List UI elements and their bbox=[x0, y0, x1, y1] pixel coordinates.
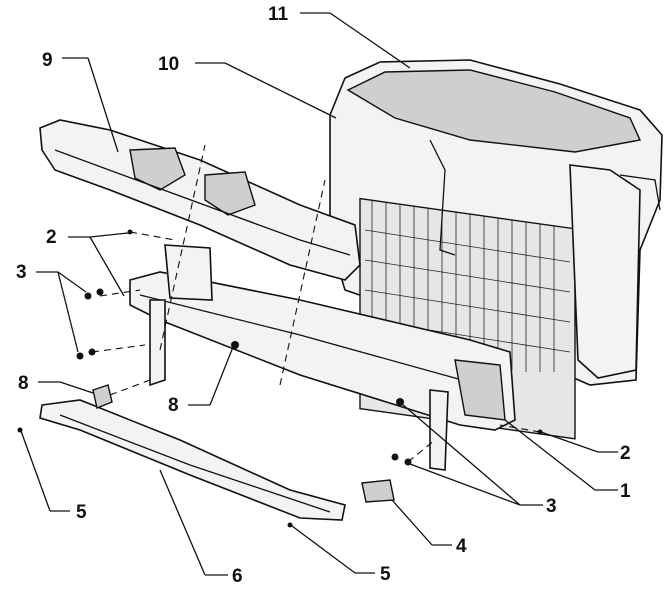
callouts: 11 9 10 2 3 8 8 5 6 5 4 3 1 2 bbox=[16, 4, 631, 587]
callout-3-right: 3 bbox=[546, 496, 557, 517]
callout-2-right: 2 bbox=[620, 443, 631, 464]
callout-10: 10 bbox=[158, 54, 179, 75]
leader-lines bbox=[20, 12, 618, 576]
callout-2-left: 2 bbox=[46, 227, 57, 248]
bracket-4 bbox=[361, 479, 395, 503]
callout-9: 9 bbox=[42, 50, 53, 71]
bumper-carrier bbox=[129, 244, 516, 471]
callout-6: 6 bbox=[232, 566, 243, 587]
callout-5-left: 5 bbox=[76, 502, 87, 523]
callout-11: 11 bbox=[268, 4, 289, 25]
assembly-lines bbox=[91, 144, 541, 463]
callout-5-bottom: 5 bbox=[380, 564, 391, 585]
callout-7: 8 bbox=[18, 373, 29, 394]
callout-8: 8 bbox=[168, 395, 179, 416]
callout-4: 4 bbox=[456, 536, 467, 557]
callout-1: 1 bbox=[620, 481, 631, 502]
bracket-7 bbox=[92, 384, 113, 409]
callout-3-left: 3 bbox=[16, 262, 27, 283]
lower-strip bbox=[39, 399, 346, 521]
radiator-assembly bbox=[329, 59, 663, 440]
upper-absorber bbox=[39, 119, 361, 281]
